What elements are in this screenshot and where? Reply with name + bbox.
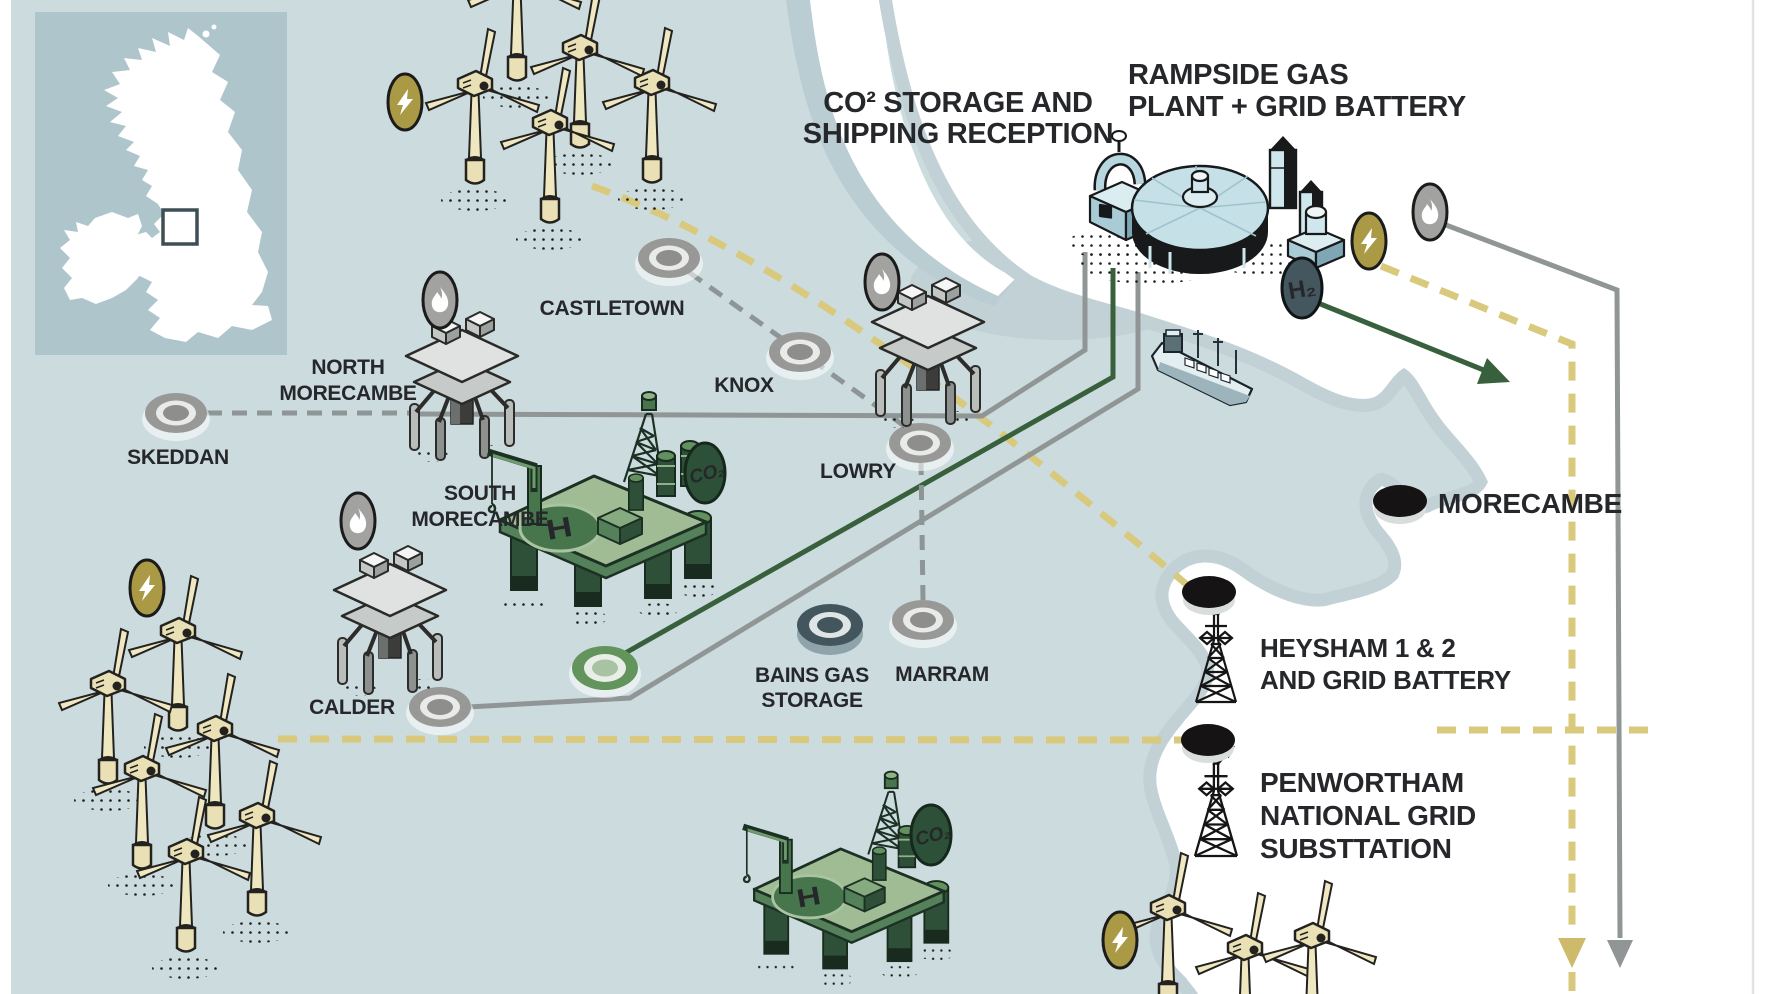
rampside-title-line1: RAMPSIDE GAS xyxy=(1128,59,1348,91)
label-castletown: CASTLETOWN xyxy=(540,297,685,320)
lightning-icon xyxy=(386,72,424,132)
node-skeddan xyxy=(142,393,210,441)
hydrogen-icon: H₂ xyxy=(1280,256,1324,320)
gas-flame-icon xyxy=(339,491,377,551)
label-heysham-line1: HEYSHAM 1 & 2 xyxy=(1260,633,1455,663)
gas-flame-icon xyxy=(421,270,459,330)
town-dot-penwortham xyxy=(1181,724,1235,763)
label-knox: KNOX xyxy=(714,374,774,397)
co2-icon: CO₂ xyxy=(909,803,953,867)
gas-flame-icon xyxy=(863,252,901,312)
town-dot-heysham xyxy=(1182,576,1236,615)
cargo-ship xyxy=(1150,329,1254,407)
co2-storage-title-line2: SHIPPING RECEPTION xyxy=(803,118,1113,150)
label-bains-line2: STORAGE xyxy=(761,689,863,712)
gray-arrowhead xyxy=(1607,940,1633,968)
pipeline-calder-to-rampside xyxy=(467,272,1141,710)
label-morecambe: MORECAMBE xyxy=(1438,488,1622,519)
town-dot-morecambe xyxy=(1373,485,1427,524)
label-south-morecambe-line2: MORECAMBE xyxy=(411,508,549,531)
label-penwortham-line2: NATIONAL GRID xyxy=(1260,800,1476,831)
lightning-icon xyxy=(128,558,166,618)
label-marram: MARRAM xyxy=(895,663,989,686)
gold-arrowhead xyxy=(1558,938,1586,968)
label-north-morecambe-line2: MORECAMBE xyxy=(279,382,417,405)
node-knox xyxy=(766,332,834,380)
inset-focus-box xyxy=(161,208,199,246)
node-co2-injection xyxy=(569,646,641,698)
node-marram xyxy=(889,600,957,648)
node-bains-gas-storage xyxy=(797,604,863,655)
co2-icon: CO₂ xyxy=(683,441,727,505)
label-north-morecambe-line1: NORTH xyxy=(311,356,384,379)
cable-windfarm-north-to-heysham xyxy=(590,182,1189,587)
label-lowry: LOWRY xyxy=(820,460,896,483)
gas-export-line xyxy=(1445,222,1623,939)
hydrogen-badge-text: H₂ xyxy=(1286,274,1318,305)
label-penwortham-line1: PENWORTHAM xyxy=(1260,767,1464,798)
lightning-icon xyxy=(1101,910,1139,970)
walney-island xyxy=(786,0,1016,306)
network-lines xyxy=(207,182,1652,994)
pipeline-morecambe-to-rampside xyxy=(419,252,1088,419)
labels: CO² STORAGE AND SHIPPING RECEPTION RAMPS… xyxy=(127,59,1622,864)
label-bains-line1: BAINS GAS xyxy=(755,664,869,687)
label-penwortham-line3: SUBSTTATION xyxy=(1260,833,1452,864)
left-margin xyxy=(0,0,11,994)
label-calder: CALDER xyxy=(309,696,395,719)
lightning-icon xyxy=(1350,211,1388,271)
rampside-title-line2: PLANT + GRID BATTERY xyxy=(1128,91,1466,123)
co2-line-rampside-to-storage xyxy=(618,268,1116,659)
node-calder xyxy=(406,687,474,735)
node-lowry xyxy=(886,423,954,471)
inset-landmass xyxy=(60,24,272,342)
label-skeddan: SKEDDAN xyxy=(127,446,229,469)
hydrogen-arrow-line xyxy=(1317,300,1487,374)
label-south-morecambe-line1: SOUTH xyxy=(444,482,516,505)
cable-rampside-export xyxy=(1379,262,1576,934)
uk-inset-map xyxy=(35,12,287,355)
cable-windfarm-west-to-penwortham xyxy=(277,735,1193,744)
gas-flame-icon xyxy=(1411,182,1449,242)
co2-storage-title-line1: CO² STORAGE AND xyxy=(823,87,1092,119)
node-castletown xyxy=(635,238,703,286)
green-arrowhead xyxy=(1477,358,1510,384)
label-heysham-line2: AND GRID BATTERY xyxy=(1260,665,1511,695)
